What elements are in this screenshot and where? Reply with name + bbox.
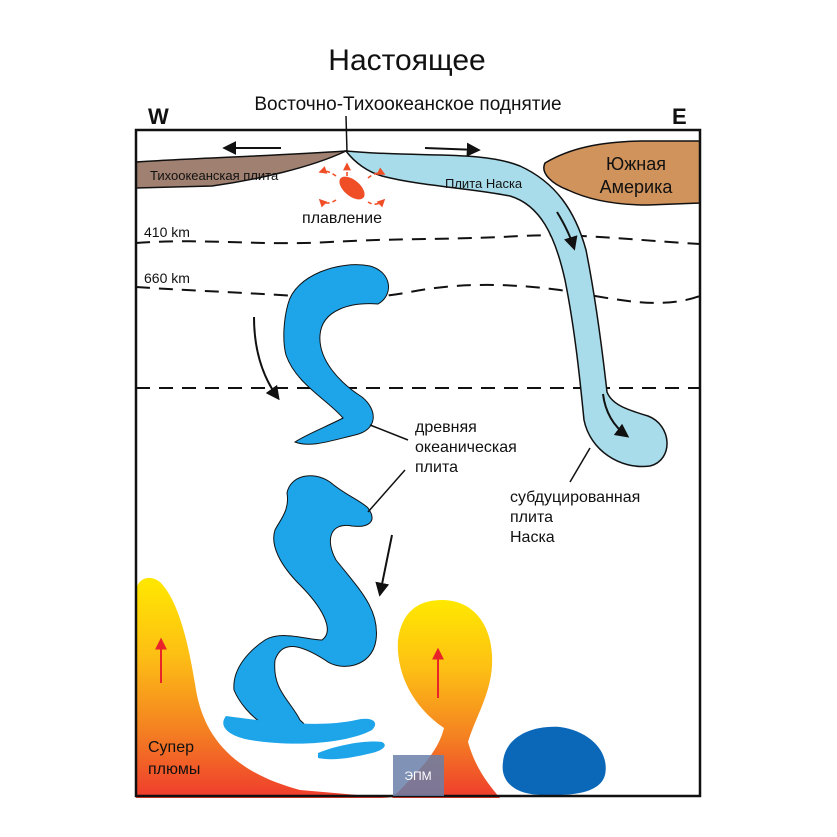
ancient-slab-leader-upper (369, 424, 409, 441)
ridge-leader-line (345, 115, 348, 153)
ancient-slab-lower (233, 475, 377, 738)
superplume-label-2: плюмы (148, 761, 200, 778)
subducted-label-3: Наска (510, 529, 555, 546)
south-america-label-1: Южная (606, 154, 666, 174)
depth-660-label: 660 km (144, 270, 190, 286)
melting-label: плавление (302, 210, 382, 227)
melting-zone (339, 176, 365, 200)
south-america-label-2: Америка (600, 177, 674, 197)
subducted-label-1: субдуцированная (510, 489, 640, 506)
melting-arrows (318, 162, 386, 208)
watermark-text: ЭПМ (404, 769, 431, 783)
pacific-plate-label: Тихоокеанская плита (150, 168, 279, 183)
sinking-arrow-lower (375, 534, 393, 597)
ancient-slab-leader-lower (367, 469, 406, 513)
subduction-arrow-upper (556, 211, 578, 251)
south-america (543, 140, 701, 206)
depth-line-660 (135, 283, 701, 304)
superplume-label-1: Супер (148, 739, 194, 756)
subduction-arrow-lower (602, 393, 630, 438)
ancient-slab-label-2: океаническая (415, 439, 517, 456)
ancient-slab-upper (283, 264, 389, 445)
ancient-slab-label-1: древняя (415, 419, 477, 436)
nazca-plate-label: Плита Наска (445, 176, 523, 191)
nazca-motion-arrow (424, 142, 481, 157)
watermark-badge (393, 755, 444, 796)
subducted-leader (569, 447, 591, 483)
slab-fragment (223, 716, 376, 744)
ancient-slab-label-3: плита (415, 459, 458, 476)
depth-line-410 (135, 234, 701, 245)
superplume-right (392, 600, 500, 798)
subducted-label-2: плита (510, 509, 553, 526)
slab-fragment-thin (318, 741, 385, 760)
depth-410-label: 410 km (144, 224, 190, 240)
cold-blob (502, 726, 606, 796)
superplume-left (136, 577, 392, 798)
diagram-title: Настоящее (328, 44, 485, 77)
sinking-arrow-upper (253, 316, 280, 401)
compass-west: W (148, 104, 169, 129)
nazca-plate (344, 150, 668, 468)
ridge-label: Восточно-Тихоокеанское поднятие (254, 94, 561, 115)
compass-east: E (672, 104, 687, 129)
